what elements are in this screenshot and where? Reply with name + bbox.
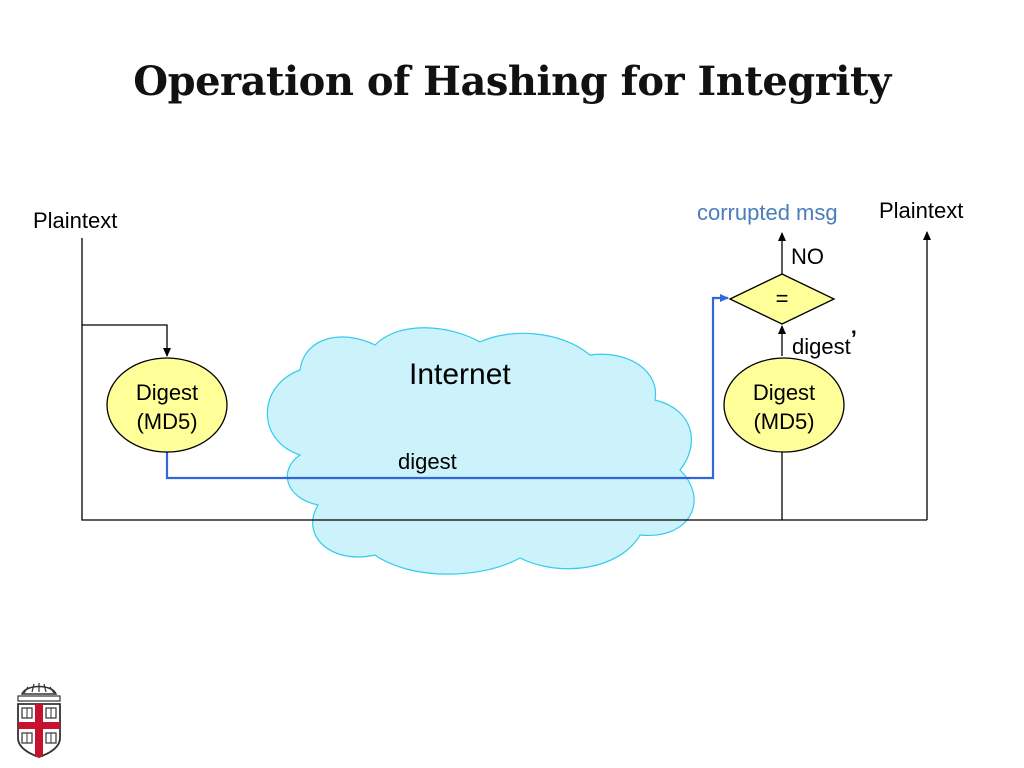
left-digest-node-shape bbox=[106, 357, 228, 453]
digest-prime-mark: ’ bbox=[850, 326, 857, 351]
right-digest-node: Digest (MD5) bbox=[737, 378, 831, 436]
digest-path-label: digest bbox=[398, 449, 457, 474]
plaintext-path bbox=[81, 238, 927, 521]
slide-title: Operation of Hashing for Integrity bbox=[133, 58, 891, 105]
digest-prime-text: digest bbox=[792, 334, 851, 359]
left-digest-line2: (MD5) bbox=[136, 409, 198, 434]
internet-label: Internet bbox=[409, 358, 511, 391]
right-digest-line2: (MD5) bbox=[753, 409, 815, 434]
digest-prime-label: digest’ bbox=[792, 326, 857, 360]
compare-symbol: = bbox=[775, 286, 789, 311]
right-digest-node-shape bbox=[723, 357, 845, 453]
left-digest-node: Digest (MD5) bbox=[120, 378, 214, 436]
digest-transmit-path bbox=[165, 294, 729, 480]
no-label: NO bbox=[791, 244, 824, 269]
internet-cloud bbox=[266, 327, 695, 575]
right-plaintext-label: Plaintext bbox=[879, 198, 964, 223]
university-shield-icon bbox=[17, 683, 61, 758]
right-digest-line1: Digest bbox=[752, 380, 816, 405]
left-digest-line1: Digest bbox=[135, 380, 199, 405]
plaintext-branch-left bbox=[82, 324, 171, 357]
compare-diamond bbox=[728, 273, 836, 325]
left-plaintext-label: Plaintext bbox=[33, 208, 118, 233]
corrupted-msg-label: corrupted msg bbox=[697, 200, 838, 225]
